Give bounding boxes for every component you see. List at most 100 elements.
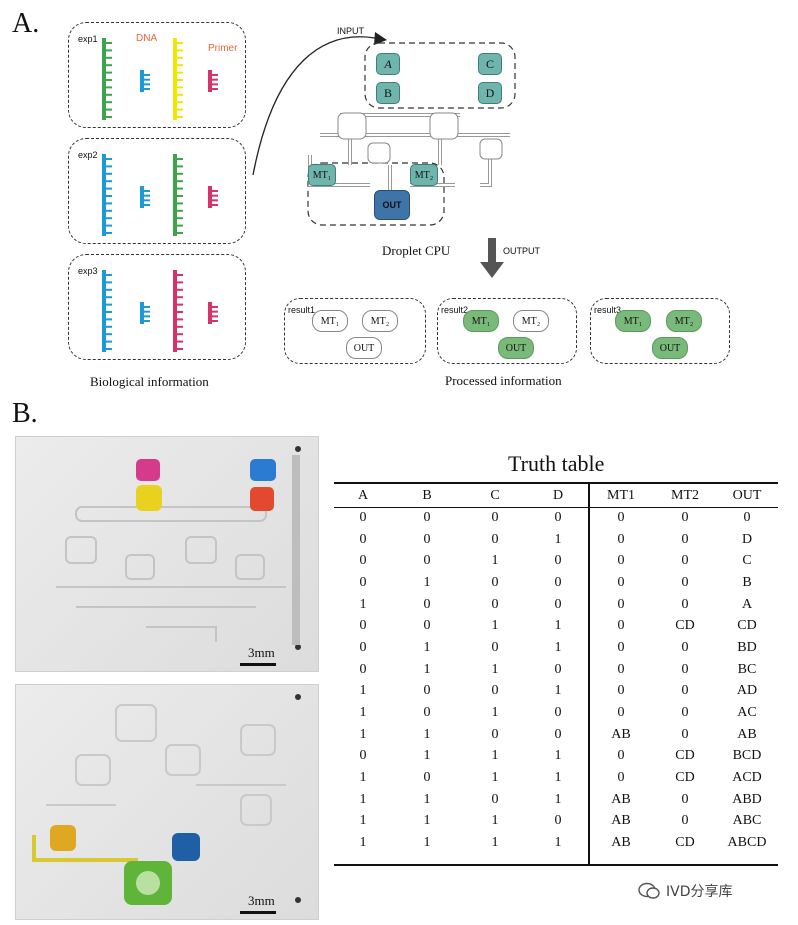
table-cell: 0 bbox=[617, 574, 625, 590]
table-cell: 1 bbox=[359, 596, 367, 612]
table-cell: 1 bbox=[491, 813, 499, 829]
table-cell: 0 bbox=[681, 683, 689, 699]
table-cell: 0 bbox=[491, 596, 499, 612]
result1-mt1: MT₁ bbox=[312, 310, 348, 332]
table-cell: AC bbox=[737, 705, 757, 721]
table-cell: BC bbox=[737, 661, 757, 677]
input-label: INPUT bbox=[337, 26, 364, 36]
table-cell: 0 bbox=[491, 683, 499, 699]
table-cell: 0 bbox=[617, 553, 625, 569]
table-cell: CD bbox=[675, 748, 695, 764]
col-header-out: OUT bbox=[732, 488, 762, 503]
table-cell: 0 bbox=[681, 596, 689, 612]
chat-bubble-icon bbox=[638, 882, 660, 899]
table-cell: 0 bbox=[617, 683, 625, 699]
watermark-text: IVD分享库 bbox=[666, 884, 733, 900]
table-cell: 1 bbox=[359, 705, 367, 721]
table-cell: CD bbox=[737, 618, 757, 634]
table-cell: 0 bbox=[359, 553, 367, 569]
table-cell: 0 bbox=[617, 661, 625, 677]
table-cell: 1 bbox=[491, 748, 499, 764]
table-cell: 0 bbox=[491, 726, 499, 742]
primer-label: Primer bbox=[208, 43, 238, 54]
table-cell: 0 bbox=[423, 683, 431, 699]
truth-table-header-row: A B C D MT1 MT2 OUT bbox=[334, 485, 778, 507]
table-cell: 1 bbox=[554, 835, 562, 851]
table-cell: 1 bbox=[491, 553, 499, 569]
cpu-node-d: D bbox=[478, 82, 502, 104]
table-cell: ACD bbox=[732, 770, 762, 786]
table-cell: 0 bbox=[491, 639, 499, 655]
table-cell: 0 bbox=[359, 748, 367, 764]
table-cell: 0 bbox=[681, 726, 689, 742]
table-cell: 1 bbox=[423, 813, 431, 829]
table-cell: BD bbox=[737, 639, 757, 655]
table-cell: 1 bbox=[423, 791, 431, 807]
scale-bar-top-label: 3mm bbox=[248, 645, 275, 660]
table-cell: 0 bbox=[423, 618, 431, 634]
panel-a-letter: A. bbox=[12, 8, 40, 39]
table-cell: 0 bbox=[359, 574, 367, 590]
dna-strand bbox=[173, 270, 183, 352]
table-cell: 0 bbox=[554, 574, 562, 590]
table-cell: 0 bbox=[554, 661, 562, 677]
table-cell: 1 bbox=[423, 748, 431, 764]
exp2-box bbox=[68, 138, 246, 244]
table-cell: CD bbox=[675, 618, 695, 634]
dna-strand bbox=[102, 154, 112, 236]
col-header-b: B bbox=[422, 488, 432, 503]
col-header-a: A bbox=[357, 488, 369, 503]
table-cell: 0 bbox=[681, 705, 689, 721]
scale-bar-bottom-label: 3mm bbox=[248, 893, 275, 908]
input-arrow bbox=[252, 32, 387, 176]
result2-out: OUT bbox=[498, 337, 534, 359]
result2-mt1: MT₁ bbox=[463, 310, 499, 332]
table-cell: 0 bbox=[617, 748, 625, 764]
panel-b-letter: B. bbox=[12, 398, 38, 429]
cpu-node-b: B bbox=[376, 82, 400, 104]
table-cell: 1 bbox=[359, 726, 367, 742]
table-cell: 0 bbox=[743, 509, 751, 525]
output-label: OUTPUT bbox=[503, 246, 540, 256]
result2-box bbox=[437, 298, 577, 364]
table-cell: 0 bbox=[423, 531, 431, 547]
chip-photo-top: 3mm bbox=[15, 436, 319, 672]
truth-table-bottom-rule bbox=[334, 864, 778, 866]
table-cell: 0 bbox=[423, 596, 431, 612]
col-header-c: C bbox=[490, 488, 500, 503]
table-cell: BCD bbox=[732, 748, 762, 764]
output-arrow bbox=[480, 238, 504, 278]
truth-table-divider bbox=[588, 482, 590, 866]
result3-box bbox=[590, 298, 730, 364]
table-cell: 1 bbox=[554, 748, 562, 764]
table-cell: 1 bbox=[359, 835, 367, 851]
table-cell: 0 bbox=[491, 574, 499, 590]
table-cell: 0 bbox=[491, 531, 499, 547]
table-cell: 0 bbox=[554, 813, 562, 829]
table-cell: 0 bbox=[554, 509, 562, 525]
table-cell: 0 bbox=[491, 791, 499, 807]
bio-caption: Biological information bbox=[90, 374, 209, 389]
result1-label: result1 bbox=[288, 305, 316, 315]
table-cell: 0 bbox=[617, 509, 625, 525]
table-cell: 0 bbox=[617, 770, 625, 786]
table-cell: 1 bbox=[554, 683, 562, 699]
table-cell: AB bbox=[611, 791, 631, 807]
result2-label: result2 bbox=[441, 305, 469, 315]
table-cell: 0 bbox=[491, 509, 499, 525]
col-header-d: D bbox=[552, 488, 564, 503]
table-cell: 1 bbox=[554, 618, 562, 634]
table-cell: 1 bbox=[423, 726, 431, 742]
table-cell: 1 bbox=[554, 639, 562, 655]
dna-strand bbox=[102, 38, 112, 120]
table-cell: ABD bbox=[732, 791, 762, 807]
exp3-label: exp3 bbox=[78, 266, 98, 276]
